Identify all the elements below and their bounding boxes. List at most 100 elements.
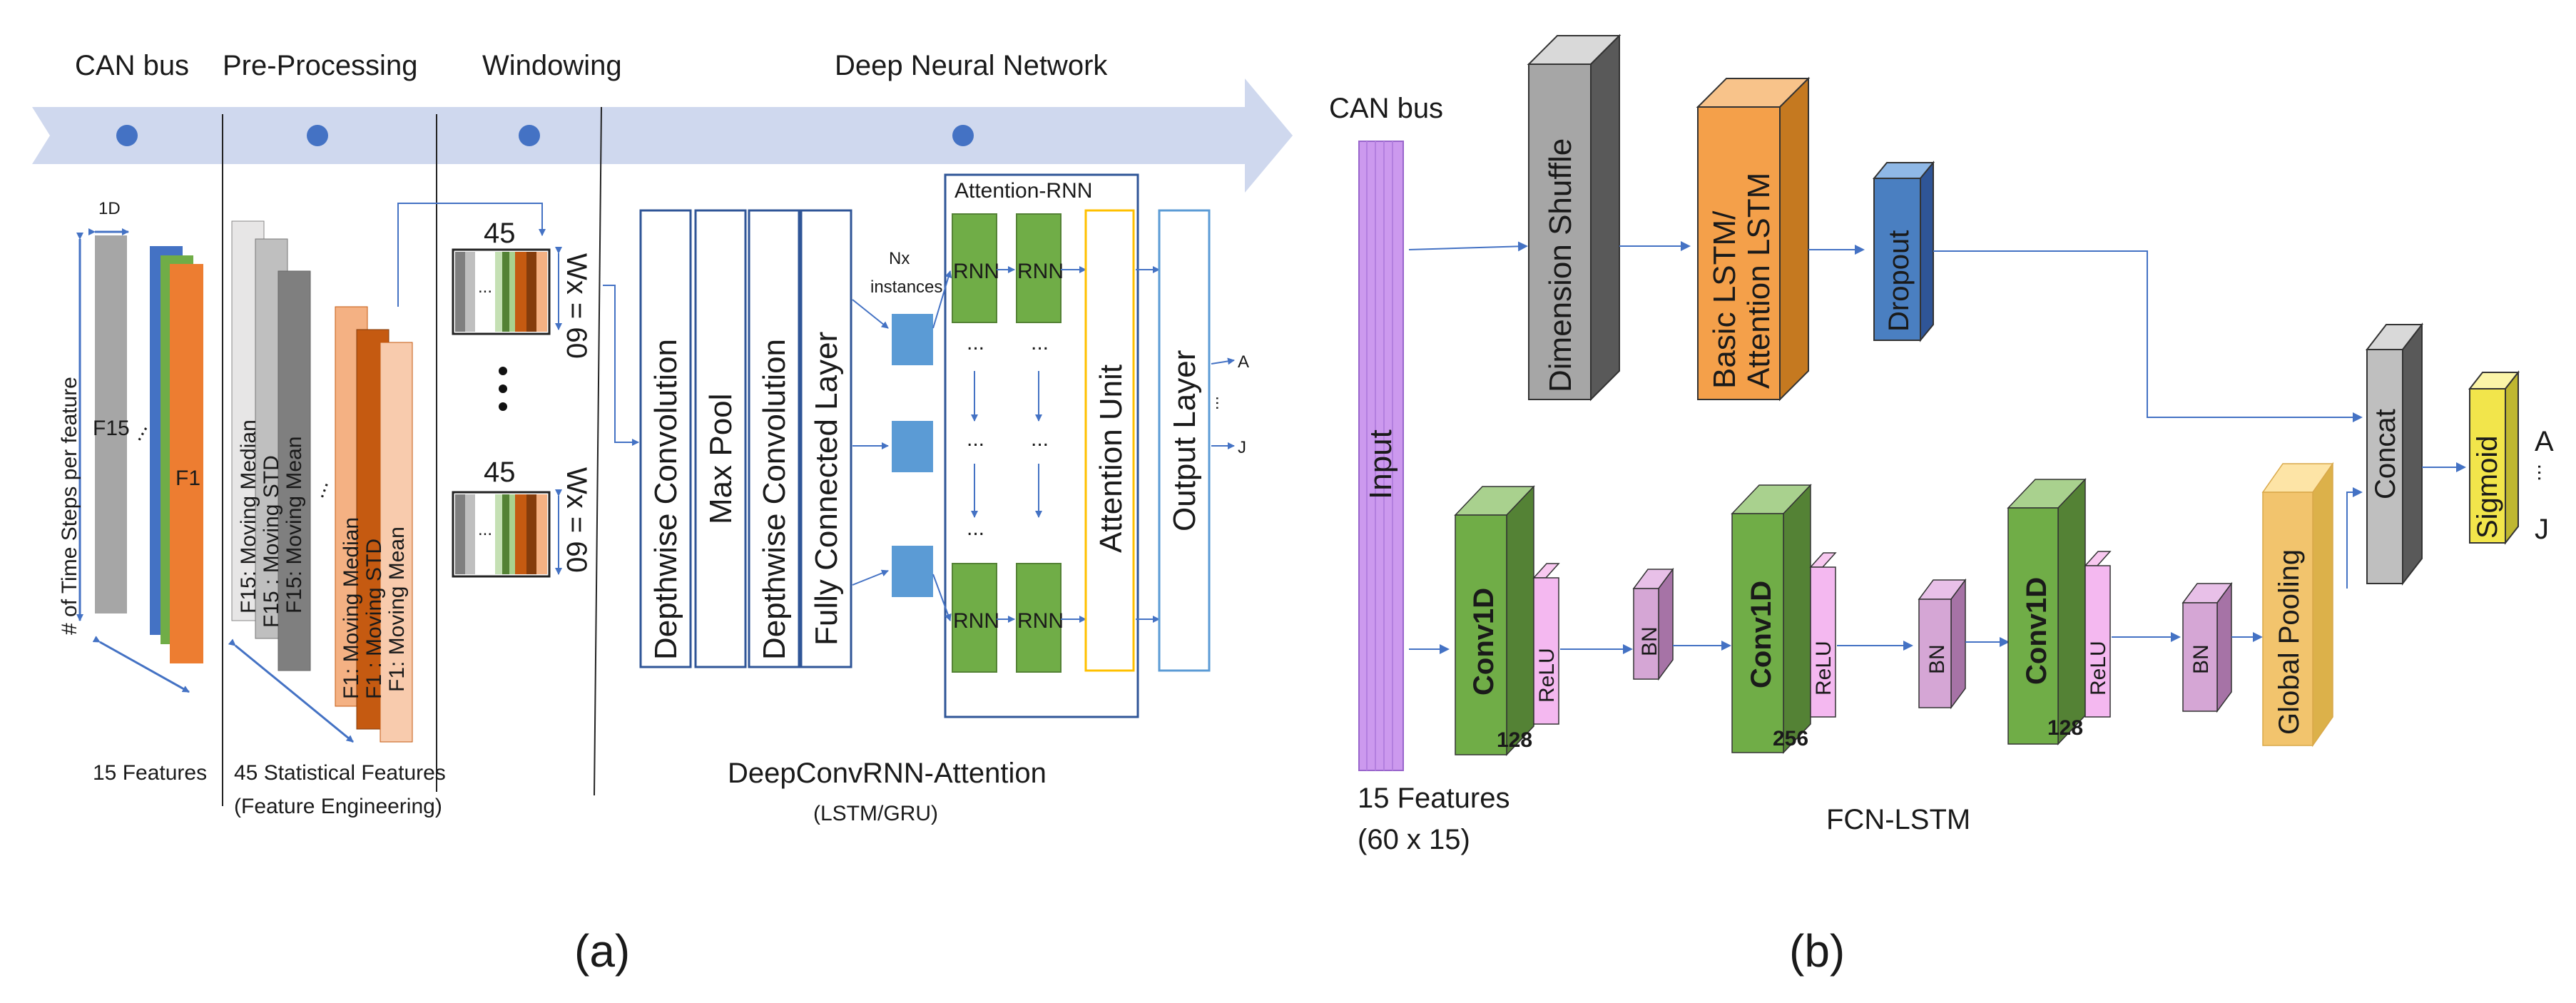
layer-depthwise-conv-2-label: Depthwise Convolution: [757, 339, 792, 660]
out-a: A: [1238, 352, 1249, 372]
global-pooling-label: Global Pooling: [2274, 549, 2305, 735]
out-dots-b: ...: [2533, 464, 2557, 482]
conv1-filters: 128: [1497, 728, 1532, 752]
raw-caption: 15 Features: [93, 761, 207, 785]
rnn-cell-3: [952, 563, 997, 673]
sigmoid-block: Sigmoid: [2468, 370, 2520, 545]
can-bus-b: CAN bus: [1329, 93, 1443, 124]
f1-std: F1 : Moving STD: [362, 539, 386, 699]
dimension-shuffle-block: Dimension Shuffle: [1527, 34, 1622, 402]
conv-block-2: Conv1D 256 ReLU: [1731, 484, 1837, 754]
dnn-layers: Depthwise Convolution Max Pool Depthwise…: [639, 209, 852, 668]
attention-rnn-box: [944, 173, 1139, 718]
rnn-cell-2-label: RNN: [1017, 260, 1064, 283]
conv1-act: ReLU: [1535, 648, 1559, 703]
bn2-label: BN: [1925, 644, 1949, 674]
concat-label: Concat: [2370, 409, 2401, 499]
bn-block-1: BN: [1632, 567, 1674, 681]
rnn-cell-4-label: RNN: [1017, 609, 1064, 633]
stats-caption-2: (Feature Engineering): [234, 795, 442, 818]
conv2-act: ReLU: [1812, 641, 1836, 696]
rnn-cell-1: [952, 213, 997, 323]
win1-count: 45: [484, 218, 516, 249]
rnn-ellipsis-1: ...: [967, 331, 984, 355]
layer-depthwise-conv-2: [748, 209, 800, 668]
stat-features: F15: Moving Median F15 : Moving STD F15:…: [228, 220, 446, 818]
layer-max-pool: [694, 209, 747, 668]
win2-dots: ...: [478, 520, 492, 539]
output-layer: [1158, 209, 1211, 672]
model-name-b: FCN-LSTM: [1826, 804, 1970, 835]
feature-plane-f15: [95, 235, 127, 613]
layer-depthwise-conv-1-label: Depthwise Convolution: [648, 339, 683, 660]
raw-features: 1D # of Time Steps per feature F15 ... F…: [58, 199, 207, 785]
stage-dot-pre: [307, 125, 328, 146]
win1-size: Wx = 60: [561, 253, 592, 359]
f15-median: F15: Moving Median: [237, 419, 260, 613]
input-label: Input: [1363, 429, 1398, 499]
conv-block-1: Conv1D 128 ReLU: [1454, 485, 1560, 756]
f1-median: F1: Moving Median: [340, 517, 363, 699]
bn-block-2: BN: [1918, 578, 1967, 710]
window-2: 45 ... Wx = 60: [452, 457, 592, 578]
bn3-label: BN: [2189, 644, 2213, 674]
stage-dnn: Deep Neural Network: [835, 50, 1108, 81]
lstm-label-2: Attention LSTM: [1741, 173, 1776, 389]
instance-node-3: [892, 546, 933, 597]
f1-mean: F1: Moving Mean: [385, 526, 409, 692]
caption-a: (a): [574, 925, 630, 977]
dropout-block: Dropout: [1872, 161, 1935, 342]
rnn-ellipsis-4: ...: [1031, 427, 1049, 451]
instances-label: instances: [870, 278, 942, 297]
rnn-ellipsis-5: ...: [967, 516, 984, 540]
output-layer-label: Output Layer: [1167, 350, 1202, 531]
stage-dot-can: [116, 125, 138, 146]
f1-label: F1: [175, 467, 200, 490]
concat-block: Concat: [2365, 322, 2424, 586]
panel-a: CAN bus Pre-Processing Windowing Deep Ne…: [32, 50, 1293, 977]
attention-rnn-title: Attention-RNN: [954, 179, 1092, 203]
win2-count: 45: [484, 457, 516, 488]
layer-depthwise-conv-1: [639, 209, 692, 668]
stage-dot-dnn: [952, 125, 974, 146]
out-a-b: A: [2535, 426, 2554, 457]
win1-dots: ...: [478, 278, 492, 297]
layer-max-pool-label: Max Pool: [703, 394, 738, 524]
attention-unit-label: Attention Unit: [1094, 365, 1129, 553]
stage-dot-win: [519, 125, 540, 146]
feature-plane-f1: [170, 264, 203, 663]
win2-size: Wx = 60: [561, 467, 592, 573]
rnn-cell-1-label: RNN: [953, 260, 999, 283]
out-j: J: [1238, 438, 1246, 457]
f15-label: F15: [93, 417, 130, 440]
caption-b: (b): [1789, 925, 1845, 977]
rnn-ellipsis-3: ...: [967, 427, 984, 451]
model-sub-a: (LSTM/GRU): [813, 802, 938, 825]
rnn-cell-4: [1016, 563, 1062, 673]
rnn-cell-3-label: RNN: [953, 609, 999, 633]
stage-preprocessing: Pre-Processing: [223, 50, 417, 81]
model-name-a: DeepConvRNN-Attention: [728, 758, 1047, 789]
window-dots: [499, 367, 507, 411]
stage-can-bus: CAN bus: [75, 50, 189, 81]
bn-block-3: BN: [2182, 581, 2233, 713]
bn1-label: BN: [1638, 626, 1661, 656]
panel-b: CAN bus Input 15 Features (60 x 15) Dime…: [1329, 34, 2557, 977]
instance-node-2: [892, 421, 933, 472]
lstm-label-1: Basic LSTM/: [1707, 210, 1742, 389]
layer-fully-connected-label: Fully Connected Layer: [809, 332, 844, 646]
dropout-label: Dropout: [1883, 230, 1915, 332]
dimension-shuffle-label: Dimension Shuffle: [1543, 138, 1578, 392]
conv1-label: Conv1D: [1468, 588, 1500, 696]
f15-std: F15 : Moving STD: [260, 455, 283, 628]
conv-block-3: Conv1D 128 ReLU: [2007, 478, 2112, 745]
layer-fully-connected: [800, 209, 852, 668]
window-1: 45 ... Wx = 60: [452, 218, 592, 359]
sigmoid-label: Sigmoid: [2472, 435, 2503, 539]
input-caption-1: 15 Features: [1358, 783, 1510, 814]
time-steps-label: # of Time Steps per feature: [58, 377, 81, 635]
global-pooling-block: Global Pooling: [2261, 462, 2334, 748]
nx-label: Nx: [889, 249, 910, 268]
